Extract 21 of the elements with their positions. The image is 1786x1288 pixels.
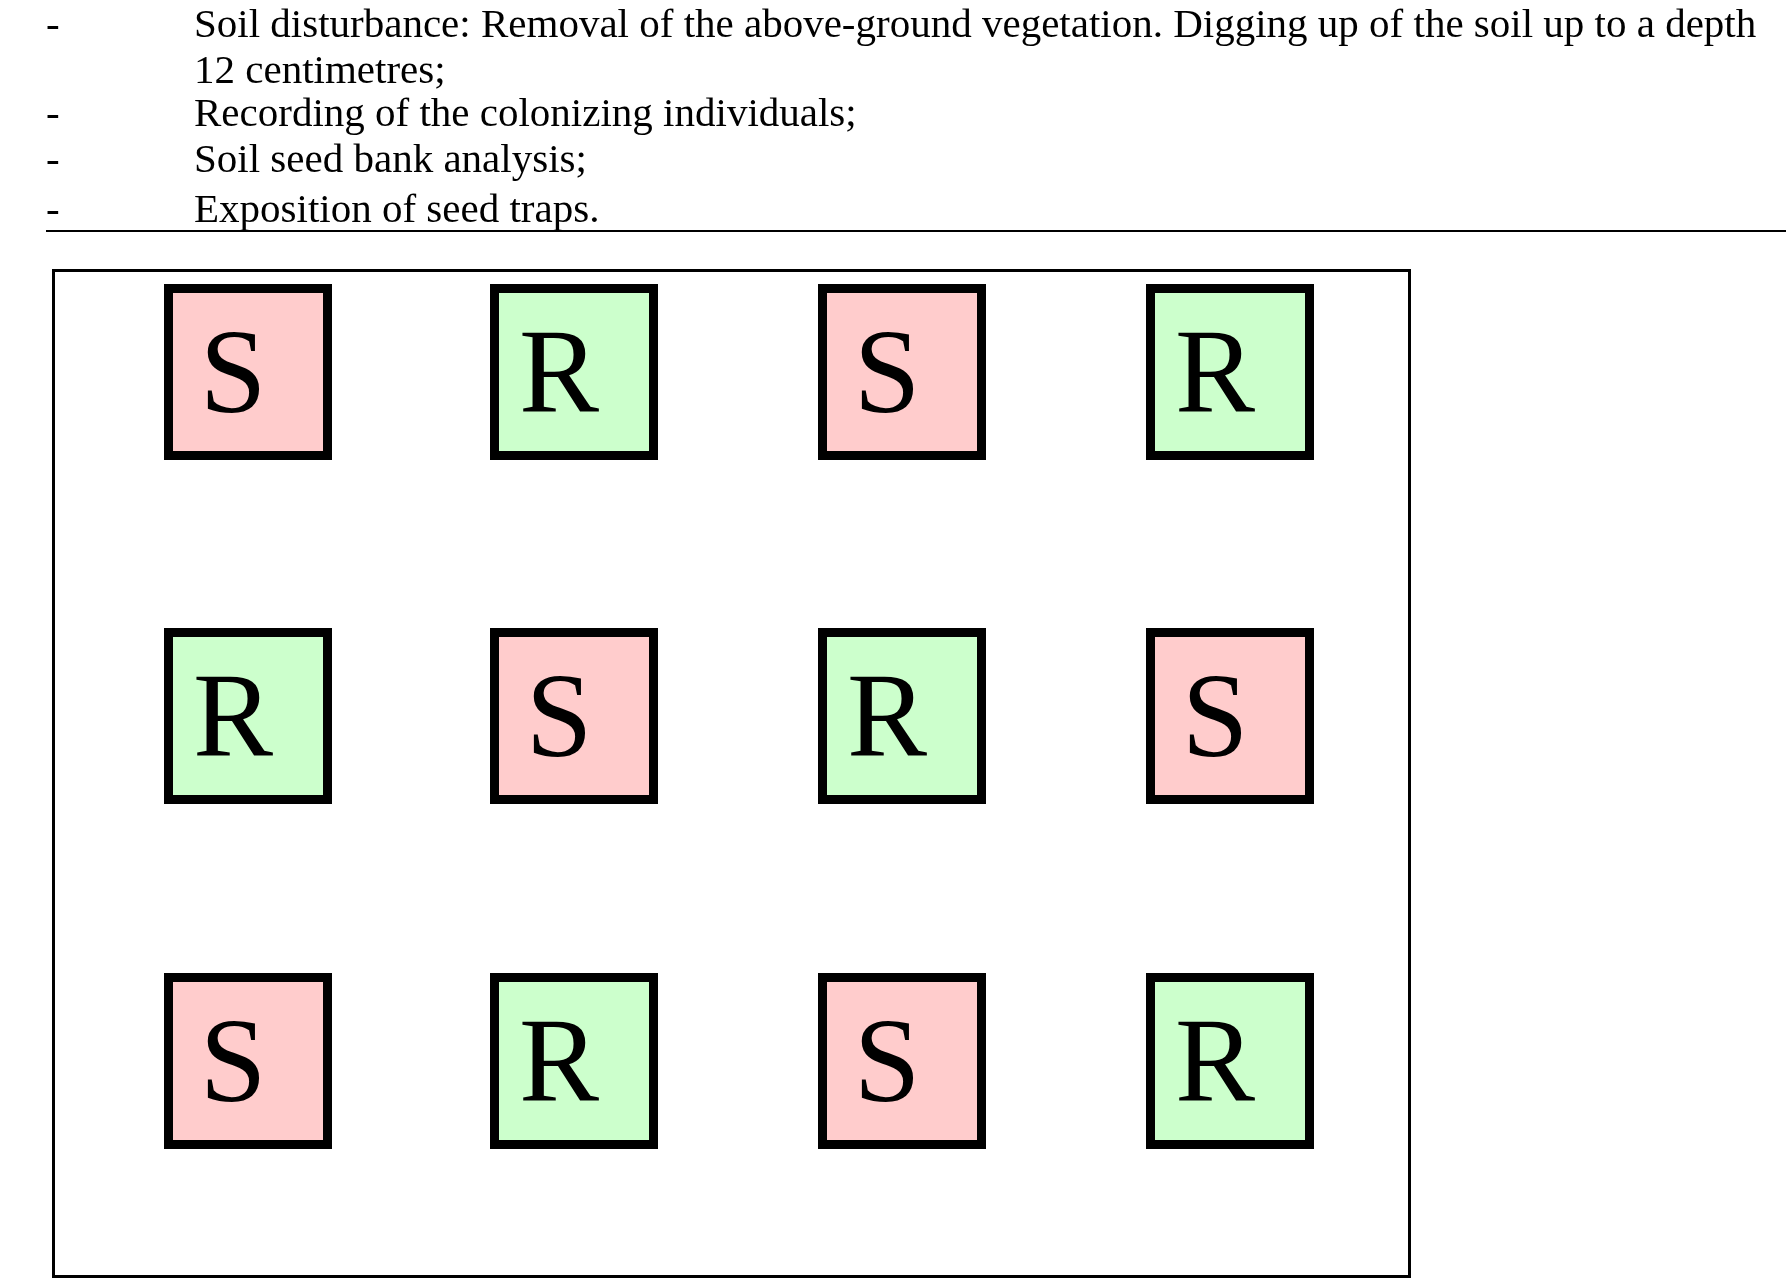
list-bullet: - — [46, 185, 61, 231]
plot-square: S — [1146, 628, 1314, 804]
list-bullet: - — [46, 89, 61, 135]
list-bullet: - — [46, 135, 61, 181]
plot-square: S — [490, 628, 658, 804]
plot-square: R — [490, 284, 658, 460]
plot-square: R — [818, 628, 986, 804]
plot-square: S — [818, 284, 986, 460]
list-item: Recording of the colonizing individuals; — [194, 89, 858, 135]
plot-square: R — [1146, 284, 1314, 460]
plot-square: R — [164, 628, 332, 804]
plot-square: R — [1146, 973, 1314, 1149]
plot-square: S — [164, 973, 332, 1149]
list-item: Soil disturbance: Removal of the above-ground vegetation. Digging up of the soil up to a depth 12 centimetres; — [194, 0, 1758, 92]
field-outline — [52, 269, 1411, 1278]
plot-square: R — [490, 973, 658, 1149]
list-item: Soil seed bank analysis; — [194, 135, 588, 181]
list-bullet: - — [46, 0, 61, 46]
plot-square: S — [818, 973, 986, 1149]
plot-square: S — [164, 284, 332, 460]
list-item: Exposition of seed traps. — [194, 185, 601, 231]
